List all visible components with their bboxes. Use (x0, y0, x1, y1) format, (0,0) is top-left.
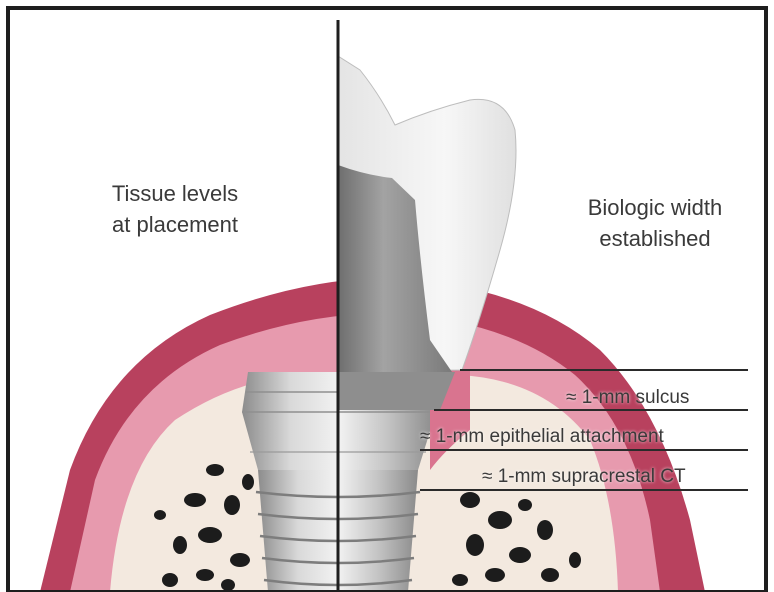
callout-sulcus: ≈ 1-mm sulcus (566, 387, 689, 409)
left-panel-title: Tissue levels at placement (95, 178, 255, 240)
left-title-line1: Tissue levels (95, 178, 255, 209)
callout-epithelial-attachment: ≈ 1-mm epithelial attachment (420, 426, 664, 448)
callout-supracrestal-ct: ≈ 1-mm supracrestal CT (482, 466, 686, 488)
right-title-line2: established (560, 223, 750, 254)
abutment-margin (338, 372, 455, 410)
right-panel-title: Biologic width established (560, 192, 750, 254)
right-title-line1: Biologic width (560, 192, 750, 223)
left-title-line2: at placement (95, 209, 255, 240)
